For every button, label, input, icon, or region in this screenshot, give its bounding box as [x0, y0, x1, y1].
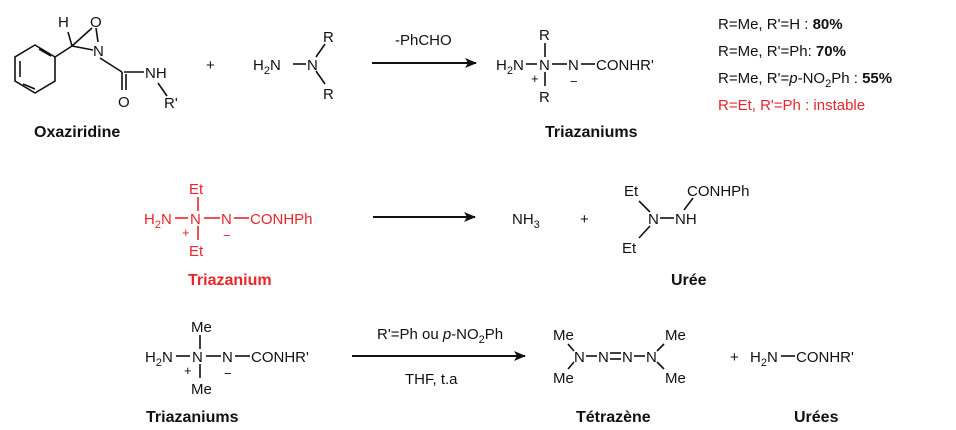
r-bottom: R	[323, 86, 334, 103]
label-oxaziridine: Oxaziridine	[34, 124, 120, 141]
me-4: Me	[665, 370, 686, 387]
label-triazaniums: Triazaniums	[545, 124, 638, 141]
tail: CONHPh	[250, 211, 313, 228]
minus-charge: −	[570, 74, 578, 89]
r-top: R	[539, 27, 550, 44]
plus-charge: +	[531, 71, 539, 86]
triazanium-me-structure: Me H2N N + Me N − CONHR'	[145, 319, 309, 398]
group-h2n: H2N	[144, 211, 172, 231]
bond	[567, 343, 575, 352]
n-right: N	[221, 211, 232, 228]
hydrazine-structure: H2N N R R	[253, 29, 334, 103]
atom-o2: O	[118, 94, 130, 111]
ring-double-bond	[38, 48, 52, 57]
et-top: Et	[624, 183, 639, 200]
bond	[54, 45, 73, 58]
n-right: N	[568, 57, 579, 74]
arrow-condition-bottom: THF, t.a	[405, 371, 458, 388]
bond-c-h	[67, 31, 73, 47]
plus-sign: +	[206, 57, 215, 74]
arrow-condition: -PhCHO	[395, 32, 452, 49]
bond	[567, 361, 575, 370]
me-top: Me	[191, 319, 212, 336]
h2n-text: H	[253, 57, 264, 74]
atom-o: O	[90, 14, 102, 31]
bond	[157, 82, 168, 97]
n-center: N	[539, 57, 550, 74]
bond	[99, 57, 123, 73]
benzene-ring	[14, 44, 56, 94]
bond	[656, 343, 665, 352]
group-h2n: H2N	[750, 349, 778, 369]
oxaziridine-structure: H O N O NH R'	[14, 14, 178, 112]
bond	[638, 225, 651, 239]
yield-line-2: R=Me, R'=Ph: 70%	[718, 43, 846, 60]
r-top: R	[323, 29, 334, 46]
bond-o-n	[95, 27, 99, 43]
tail: CONHR'	[596, 57, 654, 74]
plus-charge: +	[184, 363, 192, 378]
yields-list: R=Me, R'=H : 80% R=Me, R'=Ph: 70% R=Me, …	[718, 16, 892, 114]
r-bottom: R	[539, 89, 550, 106]
n-right: N	[222, 349, 233, 366]
bond	[683, 197, 694, 211]
minus-charge: −	[224, 366, 232, 381]
label-tetrazene: Tétrazène	[576, 409, 651, 426]
group-r: R'	[164, 95, 178, 112]
urea-et-structure: Et N Et NH CONHPh	[622, 183, 750, 257]
minus-charge: −	[223, 228, 231, 243]
arrow-condition-top: R'=Ph ou p-NO2Ph	[377, 326, 503, 346]
bond	[638, 200, 651, 213]
tetrazene-structure: Me Me N N N N Me Me	[553, 327, 686, 387]
yield-line-3: R=Me, R'=p-NO2Ph : 55%	[718, 70, 892, 90]
group-nh: NH	[675, 211, 697, 228]
tail: CONHPh	[687, 183, 750, 200]
plus-charge: +	[182, 225, 190, 240]
bond	[656, 361, 665, 370]
label-uree: Urée	[671, 272, 707, 289]
me-2: Me	[553, 370, 574, 387]
n-3: N	[622, 349, 633, 366]
bond-c-n	[71, 45, 94, 51]
et-bottom: Et	[622, 240, 637, 257]
urea-product-3: H2N CONHR'	[750, 349, 854, 369]
yield-line-1: R=Me, R'=H : 80%	[718, 16, 843, 33]
label-urees: Urées	[794, 409, 839, 426]
plus-sign: +	[580, 211, 589, 228]
label-triazanium: Triazanium	[188, 272, 272, 289]
unstable-note: R=Et, R'=Ph : instable	[718, 97, 865, 114]
me-1: Me	[553, 327, 574, 344]
n-center: N	[190, 211, 201, 228]
me-bottom: Me	[191, 381, 212, 398]
triazanium-et-structure: Et H2N N + Et N − CONHPh	[144, 181, 313, 260]
triazanium-product: R H2N N + R N − CONHR'	[496, 27, 654, 106]
group-h2n: H2N	[145, 349, 173, 369]
me-3: Me	[665, 327, 686, 344]
n-2: N	[598, 349, 609, 366]
atom-h: H	[58, 14, 69, 31]
bond	[315, 43, 326, 58]
group-nh: NH	[145, 65, 167, 82]
group-h2n: H2N	[253, 57, 281, 77]
ring-double-bond	[22, 83, 36, 90]
label-triazaniums-3: Triazaniums	[146, 409, 239, 426]
et-top: Et	[189, 181, 204, 198]
n-center: N	[192, 349, 203, 366]
n-1: N	[574, 349, 585, 366]
bond	[315, 70, 326, 85]
group-h2n: H2N	[496, 57, 524, 77]
atom-n: N	[93, 43, 104, 60]
tail: CONHR'	[796, 349, 854, 366]
tail: CONHR'	[251, 349, 309, 366]
product-nh3: NH3	[512, 211, 540, 231]
atom-n: N	[307, 57, 318, 74]
plus-sign: +	[730, 349, 739, 366]
et-bottom: Et	[189, 243, 204, 260]
bond-c-o	[71, 27, 93, 47]
n-4: N	[646, 349, 657, 366]
atom-n: N	[648, 211, 659, 228]
